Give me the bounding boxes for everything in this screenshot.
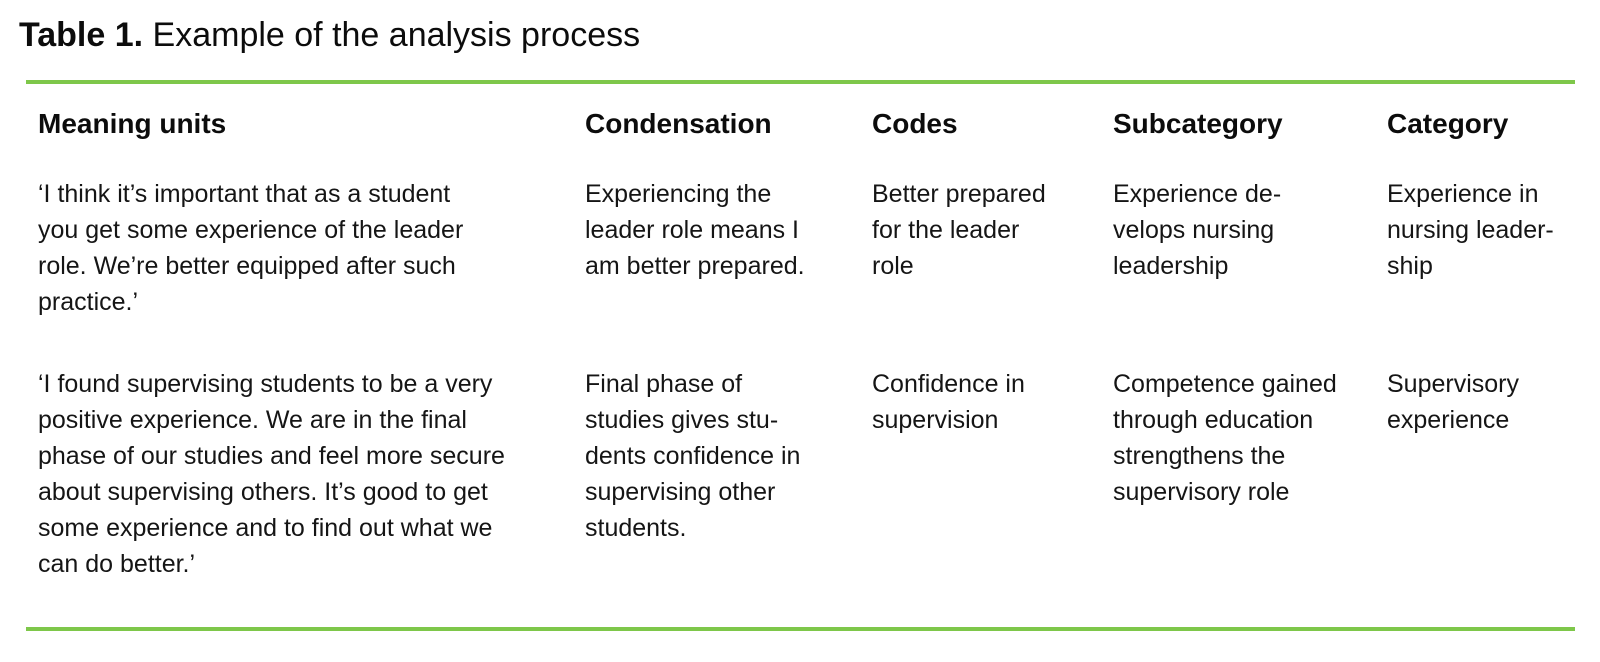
table-header-row: Meaning units Condensation Codes Subcate… [38, 108, 1600, 140]
table-cell-condensation: Final phase of studies gives stu- dents … [585, 370, 801, 542]
table-cell-codes: Better prepared for the leader role [872, 180, 1046, 280]
top-divider-rule [26, 80, 1575, 84]
table-title-text: Example of the analysis process [143, 16, 641, 54]
table-cell-category: Experience in nursing leader- ship [1387, 180, 1554, 280]
column-header-category: Category [1387, 108, 1509, 139]
table-cell-codes: Confidence in supervision [872, 370, 1025, 434]
column-header-codes: Codes [872, 108, 958, 139]
page-title: Table 1. Example of the analysis process [0, 0, 1600, 58]
table-cell-meaning-units: ‘I think it’s important that as a studen… [38, 180, 464, 316]
column-header-meaning-units: Meaning units [38, 108, 227, 139]
analysis-table: Meaning units Condensation Codes Subcate… [38, 84, 1600, 582]
table-cell-subcategory: Competence gained through education stre… [1113, 370, 1337, 506]
table-row: ‘I found supervising students to be a ve… [38, 366, 1600, 582]
table-cell-category: Supervisory experience [1387, 370, 1519, 434]
table-cell-meaning-units: ‘I found supervising students to be a ve… [38, 370, 505, 578]
bottom-divider-rule [26, 627, 1575, 631]
column-header-subcategory: Subcategory [1113, 108, 1283, 139]
table-row: ‘I think it’s important that as a studen… [38, 176, 1600, 320]
table-cell-condensation: Experiencing the leader role means I am … [585, 180, 805, 280]
table-number-label: Table 1. [19, 16, 144, 54]
table-cell-subcategory: Experience de- velops nursing leadership [1113, 180, 1282, 280]
column-header-condensation: Condensation [585, 108, 772, 139]
